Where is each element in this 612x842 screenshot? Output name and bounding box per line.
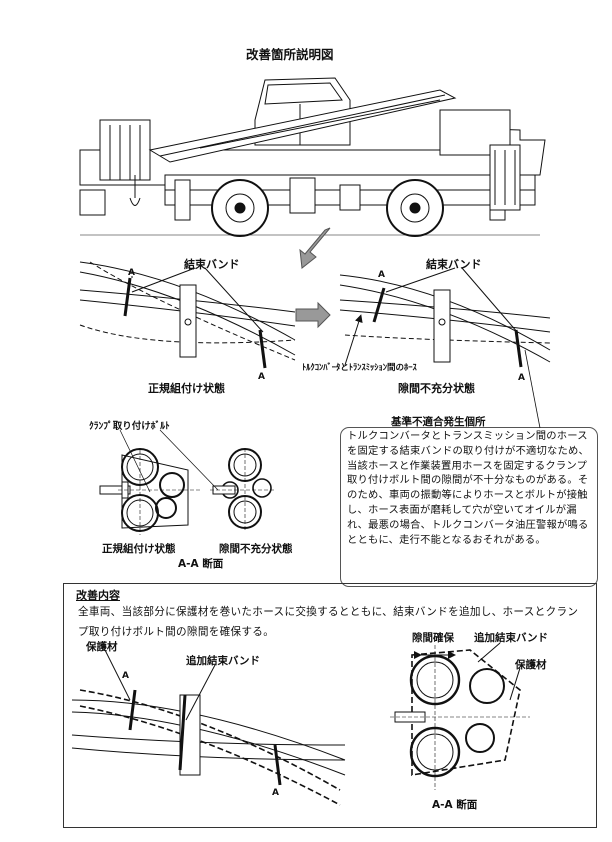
improvement-heading: 改善内容 [76, 589, 120, 602]
improvement-box: 改善内容 全車両、当該部分に保護材を巻いたホースに交換するとともに、結束バンドを… [63, 583, 597, 828]
callout-leader [524, 349, 541, 429]
band-label-right: 結束バンド [426, 258, 482, 271]
transition-arrow [295, 301, 331, 329]
state-gap-label: 隙間不充分状態 [398, 382, 475, 395]
section-normal [99, 429, 200, 535]
section-gap [159, 429, 275, 532]
improved-hose-diagram [71, 649, 346, 806]
marker-a: A [128, 268, 135, 278]
hose-label: ﾄﾙｸｺﾝﾊﾞｰﾀとﾄﾗﾝｽﾐｯｼｮﾝ間のﾎｰｽ [302, 363, 417, 373]
marker-a: A [518, 373, 525, 383]
gap-label: 隙間確保 [412, 632, 454, 644]
improvement-section-title: A-A 断面 [432, 799, 478, 811]
callout-body: トルクコンバータとトランスミッション間のホースを固定する結束バンドの取り付けが不… [347, 430, 589, 546]
band-label-left: 結束バンド [184, 258, 240, 271]
clamp-bolt-label: ｸﾗﾝﾌﾟ取り付けﾎﾞﾙﾄ [89, 421, 170, 432]
protector-label-right: 保護材 [515, 659, 547, 671]
callout-heading: 基準不適合発生個所 [391, 416, 486, 428]
added-band-label-right: 追加結束バンド [474, 632, 549, 644]
hose-gap-diagram [339, 267, 551, 368]
state-normal-label: 正規組付け状態 [148, 382, 225, 395]
marker-a: A [272, 788, 279, 798]
marker-a: A [122, 671, 129, 681]
marker-a: A [258, 372, 265, 382]
improved-section [390, 642, 530, 790]
marker-a: A [378, 270, 385, 280]
crane-illustration [79, 77, 546, 237]
section-title: A-A 断面 [178, 558, 224, 570]
page-title: 改善箇所説明図 [246, 47, 334, 62]
section-state-gap: 隙間不充分状態 [219, 543, 293, 555]
added-band-label-left: 追加結束バンド [186, 655, 261, 667]
callout-box: トルクコンバータとトランスミッション間のホースを固定する結束バンドの取り付けが不… [340, 427, 598, 587]
improvement-body: 全車両、当該部分に保護材を巻いたホースに交換するとともに、結束バンドを追加し、ホ… [78, 606, 579, 638]
protector-label-left: 保護材 [86, 641, 118, 653]
hose-normal-diagram [79, 261, 296, 369]
section-state-normal: 正規組付け状態 [102, 543, 176, 555]
pointer-arrow [299, 227, 331, 269]
